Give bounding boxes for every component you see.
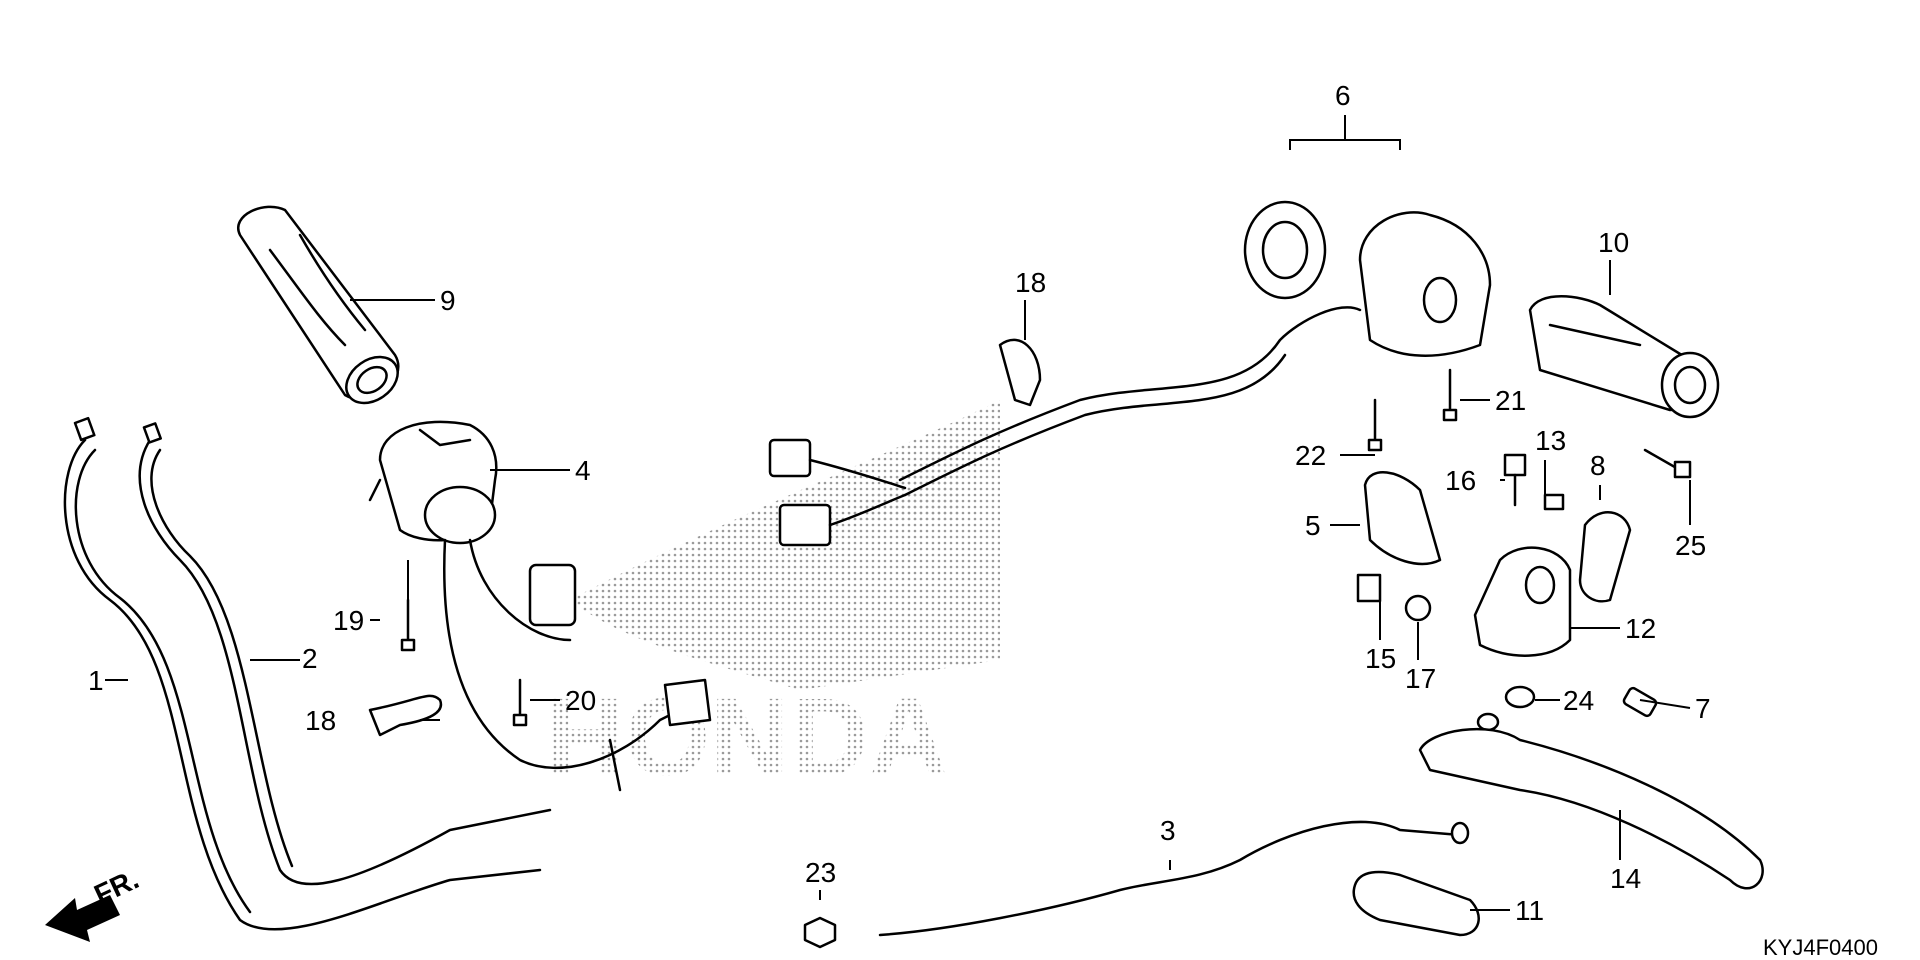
bolt-25 — [1643, 448, 1692, 479]
lever-bracket — [1473, 546, 1572, 657]
right-switch-housing — [1243, 200, 1492, 357]
callout-10: 10 — [1598, 227, 1629, 258]
callout-labels: 1 2 3 4 5 6 7 8 9 10 11 12 13 14 15 16 1… — [88, 80, 1711, 926]
callout-22: 22 — [1295, 440, 1326, 471]
lever-cover — [1363, 471, 1442, 566]
bolt-21 — [1442, 368, 1458, 422]
nut-23 — [803, 916, 837, 949]
main-wiring-harness — [768, 306, 1362, 547]
wire-clamp-left — [368, 694, 443, 737]
callout-12: 12 — [1625, 613, 1656, 644]
brake-lever — [1418, 712, 1764, 890]
switch-7 — [1622, 686, 1658, 718]
callout-5: 5 — [1305, 510, 1321, 541]
nut-13 — [1543, 493, 1565, 511]
diagram-code: KYJ4F0400 — [1763, 935, 1878, 960]
left-switch-housing — [368, 420, 498, 545]
callout-2: 2 — [302, 643, 318, 674]
locknut-17 — [1404, 594, 1432, 622]
callout-19: 19 — [333, 605, 364, 636]
callout-16: 16 — [1445, 465, 1476, 496]
left-switch-wiring — [443, 538, 712, 792]
nut-24 — [1504, 685, 1536, 709]
callout-7: 7 — [1695, 693, 1711, 724]
lever-tip — [1352, 870, 1480, 937]
callout-24: 24 — [1563, 685, 1594, 716]
callout-13: 13 — [1535, 425, 1566, 456]
callout-17: 17 — [1405, 663, 1436, 694]
callout-25: 25 — [1675, 530, 1706, 561]
callout-18-top: 18 — [1015, 267, 1046, 298]
bolt-20 — [512, 678, 528, 727]
callout-4: 4 — [575, 455, 591, 486]
clutch-cable — [878, 820, 1470, 937]
honda-watermark-text: HONDA — [545, 676, 948, 799]
wire-clamp-right — [998, 338, 1042, 407]
pivot-bolt-16 — [1503, 453, 1527, 507]
front-direction-arrow: FR. — [45, 863, 143, 942]
callout-3: 3 — [1160, 815, 1176, 846]
throttle-cable-2 — [138, 422, 552, 886]
callout-9: 9 — [440, 285, 456, 316]
clamp-bracket — [1578, 511, 1632, 603]
callout-1: 1 — [88, 665, 104, 696]
callout-15: 15 — [1365, 643, 1396, 674]
right-grip — [1528, 295, 1720, 419]
callout-20: 20 — [565, 685, 596, 716]
bolt-22 — [1367, 398, 1383, 452]
callout-6: 6 — [1335, 80, 1351, 111]
callout-21: 21 — [1495, 385, 1526, 416]
left-grip — [237, 205, 400, 405]
callout-8: 8 — [1590, 450, 1606, 481]
callout-14: 14 — [1610, 863, 1641, 894]
bolt-19 — [400, 598, 416, 652]
callout-11: 11 — [1515, 895, 1544, 926]
adjuster-15 — [1356, 573, 1382, 603]
throttle-cable-1 — [63, 416, 542, 931]
callout-23: 23 — [805, 857, 836, 888]
leader-lines — [105, 115, 1691, 911]
callout-18-left: 18 — [305, 705, 336, 736]
